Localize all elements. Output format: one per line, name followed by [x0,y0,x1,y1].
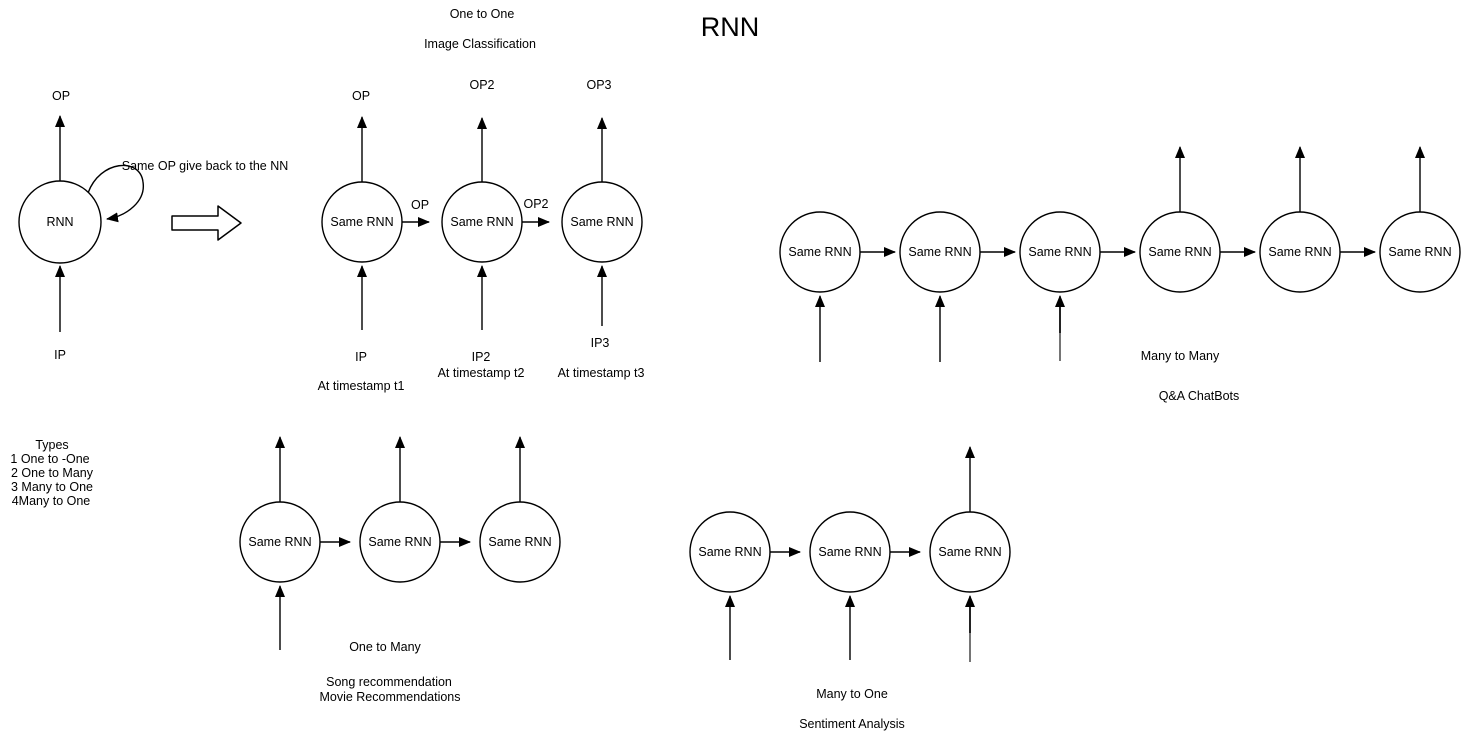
input-label: IP2 [472,350,491,364]
many-to-many-section: Same RNN Same RNN Same RNN Same RNN Same… [779,146,1461,403]
same-rnn-node-label: Same RNN [1148,245,1211,259]
many-to-one-section: Same RNN Same RNN Same RNN Many to One S… [689,446,1011,731]
output-label: OP [352,89,370,103]
same-rnn-node [899,211,981,293]
timestamp-label: At timestamp t1 [318,379,405,393]
timestamp-label: At timestamp t2 [438,366,525,380]
output-label: OP [52,89,70,103]
same-rnn-node-label: Same RNN [818,545,881,559]
same-rnn-node [1139,211,1221,293]
same-rnn-node-label: Same RNN [1388,245,1451,259]
rnn-node [18,180,102,264]
edge-label: OP [411,198,429,212]
section-example: Q&A ChatBots [1159,389,1240,403]
unroll-block-arrow-icon [171,205,242,241]
types-item: 2 One to Many [11,466,94,480]
page-title: RNN [701,12,760,42]
one-to-one-unrolled-section: One to One Image Classification OP IP At… [318,7,645,393]
section-example: Song recommendation [326,675,452,689]
one-to-one-single-section: OP IP Same OP give back to the NN RNN [18,89,289,362]
same-rnn-node [779,211,861,293]
same-rnn-node [809,511,891,593]
same-rnn-node [479,501,561,583]
types-item: 4Many to One [12,494,91,508]
section-example: Movie Recommendations [319,690,460,704]
same-rnn-node-label: Same RNN [698,545,761,559]
same-rnn-node [1259,211,1341,293]
self-loop-note: Same OP give back to the NN [122,159,289,173]
same-rnn-node [359,501,441,583]
edge-label: OP2 [523,197,548,211]
types-list: Types 1 One to -One 2 One to Many 3 Many… [10,438,93,508]
same-rnn-node-label: Same RNN [368,535,431,549]
section-label: Many to One [816,687,888,701]
types-item: 3 Many to One [11,480,93,494]
output-label: OP3 [586,78,611,92]
section-heading: One to One [450,7,515,21]
section-subheading: Image Classification [424,37,536,51]
same-rnn-node [1379,211,1461,293]
same-rnn-node-label: Same RNN [570,215,633,229]
self-loop-arrow [87,164,144,223]
section-label: Many to Many [1141,349,1220,363]
same-rnn-node [929,511,1011,593]
same-rnn-node [561,181,643,263]
same-rnn-node-label: Same RNN [488,535,551,549]
same-rnn-node-label: Same RNN [908,245,971,259]
same-rnn-node-label: Same RNN [330,215,393,229]
rnn-node-label: RNN [46,215,73,229]
same-rnn-node [689,511,771,593]
input-label: IP [355,350,367,364]
same-rnn-node-label: Same RNN [1268,245,1331,259]
input-label: IP [54,348,66,362]
types-item: 1 One to -One [10,452,89,466]
same-rnn-node [239,501,321,583]
output-label: OP2 [469,78,494,92]
same-rnn-node [1019,211,1101,293]
same-rnn-node-label: Same RNN [1028,245,1091,259]
same-rnn-node-label: Same RNN [450,215,513,229]
input-label: IP3 [591,336,610,350]
same-rnn-node-label: Same RNN [788,245,851,259]
same-rnn-node-label: Same RNN [248,535,311,549]
timestamp-label: At timestamp t3 [558,366,645,380]
section-label: One to Many [349,640,421,654]
section-example: Sentiment Analysis [799,717,905,731]
same-rnn-node-label: Same RNN [938,545,1001,559]
types-heading: Types [35,438,68,452]
one-to-many-section: Same RNN Same RNN Same RNN One to Many S… [239,436,561,704]
